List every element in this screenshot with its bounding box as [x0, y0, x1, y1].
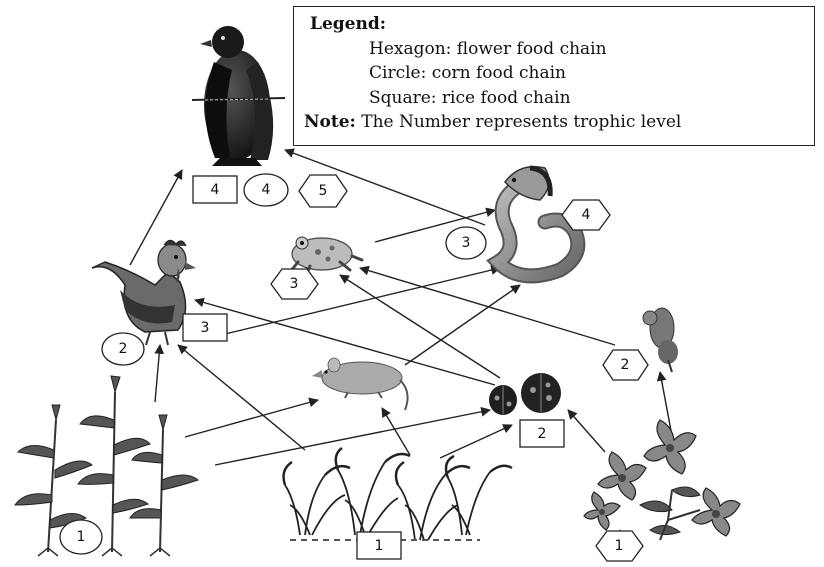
- chicken-image: [92, 240, 196, 345]
- bug-image: [643, 308, 678, 372]
- eagle-square-label: 4: [211, 182, 220, 198]
- eagle-circle-label: 4: [262, 182, 271, 198]
- corn-circle-label: 1: [77, 529, 86, 545]
- eagle-image: [192, 26, 285, 166]
- arrow-flower-to-ladybug: [568, 410, 605, 452]
- rice-plants-image: [284, 448, 512, 540]
- mouse-image: [312, 358, 408, 410]
- legend-note-text: The Number represents trophic level: [361, 112, 681, 132]
- legend-note: Note: The Number represents trophic leve…: [294, 110, 814, 135]
- legend-hexagon: Hexagon: flower food chain: [294, 37, 814, 62]
- arrow-bug-to-frog: [360, 268, 615, 345]
- ladybug-square-label: 2: [538, 426, 547, 442]
- chicken-square-label: 3: [201, 320, 210, 336]
- corn-plants-image: [15, 376, 198, 556]
- arrow-rice-to-ladybug: [440, 425, 512, 458]
- chicken-circle-label: 2: [119, 341, 128, 357]
- snake-circle-label: 3: [462, 235, 471, 251]
- legend-box: Legend: Hexagon: flower food chain Circl…: [293, 6, 815, 146]
- rice-square-label: 1: [375, 538, 384, 554]
- bug-hexagon-label: 2: [621, 357, 630, 373]
- arrow-mouse-to-snake: [405, 285, 520, 365]
- eagle-hexagon-label: 5: [319, 183, 328, 199]
- ladybug-image: [489, 373, 561, 415]
- arrow-corn-to-ladybug: [215, 410, 490, 465]
- flower-hexagon-label: 1: [615, 538, 624, 554]
- legend-circle: Circle: corn food chain: [294, 61, 814, 86]
- arrow-corn-to-chicken: [155, 345, 160, 402]
- arrow-rice-to-mouse: [382, 408, 410, 455]
- arrow-chicken-to-snake: [200, 268, 500, 340]
- legend-title: Legend:: [294, 12, 814, 37]
- snake-hexagon-label: 4: [582, 207, 591, 223]
- legend-note-label: Note:: [304, 112, 356, 132]
- legend-square: Square: rice food chain: [294, 86, 814, 111]
- frog-hexagon-label: 3: [290, 276, 299, 292]
